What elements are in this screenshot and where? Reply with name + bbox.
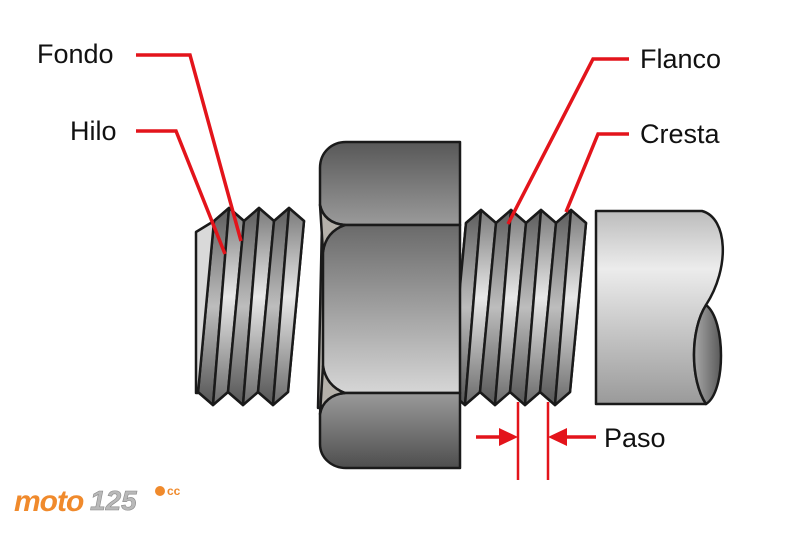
- bolt-shank: [594, 209, 724, 406]
- logo-brand-text: moto: [14, 485, 84, 518]
- hex-nut: [316, 140, 462, 470]
- thread-crest: [553, 208, 588, 407]
- bolt-thread-right: [448, 208, 588, 407]
- label-cresta: Cresta: [640, 119, 721, 149]
- paso-arrow-left-head: [499, 428, 518, 446]
- logo-suffix-text: cc: [167, 484, 181, 498]
- leader-fondo: [136, 53, 243, 242]
- paso-arrow-right-head: [548, 428, 567, 446]
- thread-crest: [271, 206, 306, 407]
- bolt-thread-left: [194, 206, 306, 407]
- label-hilo: Hilo: [70, 116, 117, 146]
- label-fondo: Fondo: [37, 39, 114, 69]
- leader-flanco: [506, 57, 629, 225]
- leader-hilo: [136, 129, 227, 255]
- logo-number-text: 125: [90, 485, 137, 516]
- leader-lines: [136, 53, 629, 480]
- leader-cresta: [564, 132, 629, 213]
- thread-chamfer: [194, 219, 216, 395]
- watermark-logo: moto 125 cc: [14, 484, 181, 518]
- label-flanco: Flanco: [640, 44, 721, 74]
- label-paso: Paso: [604, 423, 666, 453]
- logo-dot-icon: [155, 486, 165, 496]
